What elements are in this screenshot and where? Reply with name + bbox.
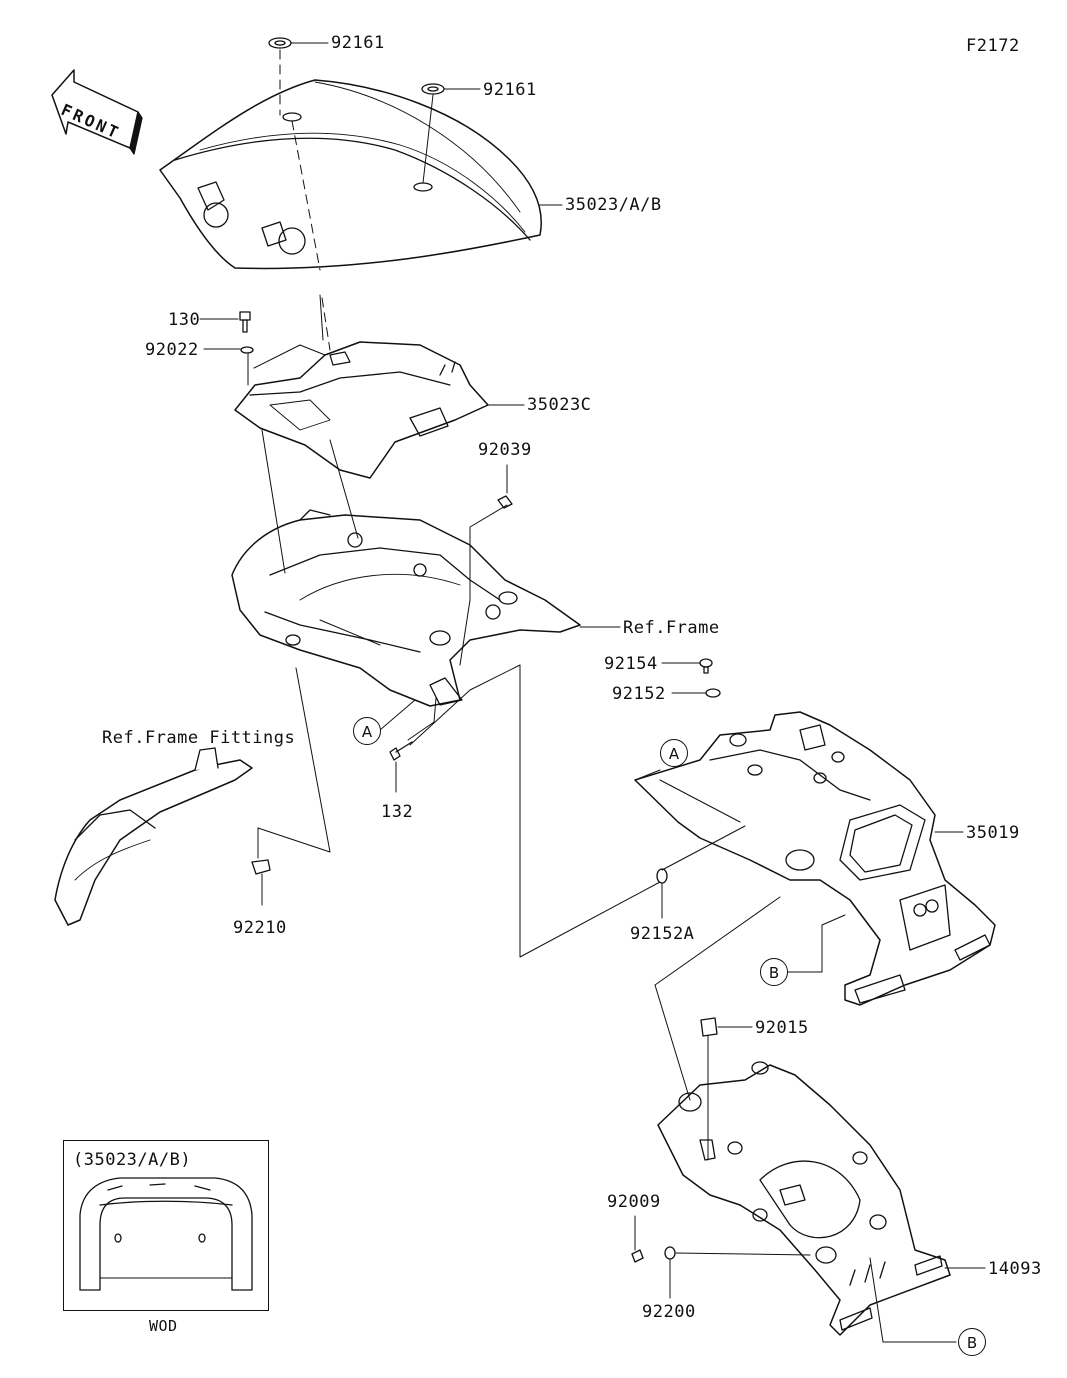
screw-92009 [631,1249,644,1263]
inner-cover-35023c [234,341,489,479]
rear-fender-14093 [657,1061,951,1336]
part-label-132: 132 [381,802,414,822]
inset-caption: WOD [149,1317,178,1335]
washer-92152a [656,868,668,884]
seat-cowl-35023 [159,79,542,270]
part-label-92200: 92200 [642,1302,696,1322]
bolt-92154 [699,658,713,674]
rear-frame [231,509,581,707]
figure-code: F2172 [966,36,1020,56]
part-label-92161-b: 92161 [483,80,537,100]
part-label-130: 130 [168,310,201,330]
callout-b-lower: B [958,1328,986,1356]
bolt-132 [389,741,413,761]
bolt-130 [239,311,251,333]
frame-fittings [54,747,253,926]
part-label-35023c: 35023C [527,395,592,415]
part-label-92009: 92009 [607,1192,661,1212]
part-label-92152: 92152 [612,684,666,704]
part-label-92152a: 92152A [630,924,695,944]
part-label-92039: 92039 [478,440,532,460]
grommet-92161-a [268,37,292,49]
rear-fender-35019 [634,711,996,1006]
inset-title: (35023/A/B) [73,1150,192,1170]
part-label-92154: 92154 [604,654,658,674]
ref-frame-label: Ref.Frame [623,618,720,638]
callout-b-upper: B [760,958,788,986]
part-label-92015: 92015 [755,1018,809,1038]
grommet-92161-b [421,83,445,95]
part-label-92022: 92022 [145,340,199,360]
part-label-35019: 35019 [966,823,1020,843]
washer-92200 [664,1246,676,1260]
part-label-92210: 92210 [233,918,287,938]
nut-92039 [497,495,513,509]
part-label-35023: 35023/A/B [565,195,662,215]
inset-box [63,1140,269,1311]
ref-frame-fittings-label: Ref.Frame Fittings [102,728,296,748]
washer-92152 [705,688,721,698]
leader-lines [199,42,986,1343]
washer-92022 [240,346,254,354]
part-label-14093: 14093 [988,1259,1042,1279]
callout-a-right: A [660,739,688,767]
clip-92015 [700,1017,718,1037]
callout-a-left: A [353,717,381,745]
clip-92210 [251,859,271,875]
part-label-92161-a: 92161 [331,33,385,53]
front-arrow-icon [51,69,143,155]
inset-cowl-drawing [79,1177,253,1291]
